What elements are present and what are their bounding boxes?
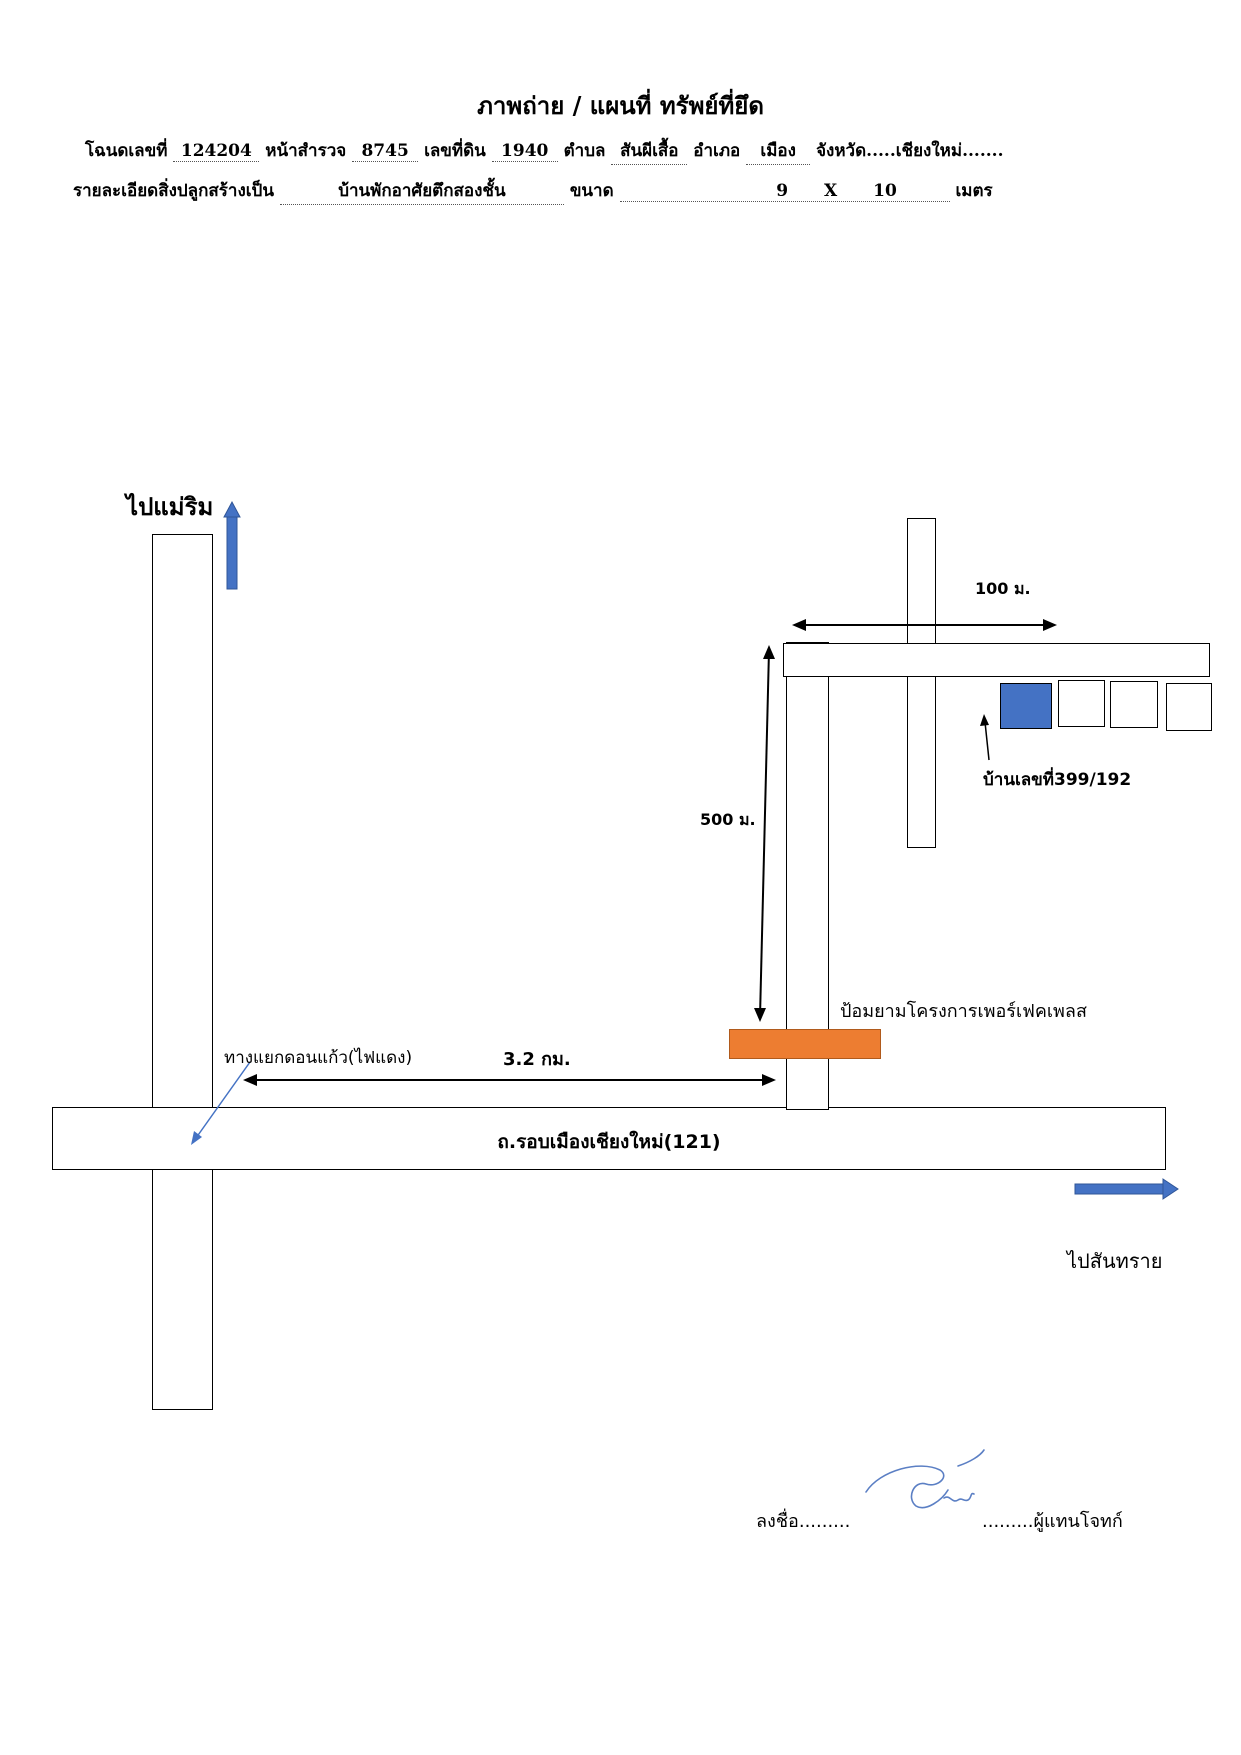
detail-value: บ้านพักอาศัยตึกสองชั้น: [279, 177, 564, 205]
land-label: เลขที่ดิน: [424, 141, 486, 161]
ring-road: [52, 1107, 1166, 1170]
page-title: ภาพถ่าย / แผนที่ ทรัพย์ที่ยึด: [477, 91, 764, 120]
building-info-row: รายละเอียดสิ่งปลูกสร้างเป็น บ้านพักอาศัย…: [73, 177, 993, 205]
deed-info-row: โฉนดเลขที่ 124204 หน้าสำรวจ 8745 เลขที่ด…: [85, 137, 1004, 165]
unit-label: เมตร: [955, 181, 993, 201]
house-4: [1166, 683, 1212, 731]
dimension-3km-arrow: [243, 1074, 776, 1086]
size-value: 9 X 10: [619, 181, 950, 202]
signature-scribble: [865, 1449, 985, 1509]
subdistrict-value: สันผีเสื้อ: [611, 137, 688, 165]
arrow-right-icon: [1074, 1178, 1179, 1200]
junction-label: ทางแยกดอนแก้ว(ไฟแดง): [224, 1048, 413, 1068]
to-maerim-label: ไปแม่ริม: [126, 493, 214, 521]
house-pointer-arrow: [980, 714, 990, 761]
road-left-vertical: [152, 534, 213, 1410]
size-width: 9: [776, 181, 789, 201]
district-label: อำเภอ: [693, 141, 741, 161]
junction-pointer-arrow: [191, 1061, 251, 1145]
deed-label: โฉนดเลขที่: [85, 141, 168, 161]
size-height: 10: [873, 181, 897, 201]
survey-label: หน้าสำรวจ: [265, 141, 347, 161]
detail-label: รายละเอียดสิ่งปลูกสร้างเป็น: [73, 181, 274, 201]
arrow-up-icon: [223, 500, 241, 590]
to-sansai-label: ไปสันทราย: [1067, 1249, 1163, 1273]
sign-suffix: .........ผู้แทนโจทก์: [982, 1511, 1123, 1532]
dimension-100m-arrow: [792, 619, 1057, 631]
land-value: 1940: [491, 141, 558, 162]
deed-value: 124204: [173, 141, 260, 162]
house-number-label: บ้านเลขที่399/192: [983, 770, 1132, 790]
subdistrict-label: ตำบล: [563, 141, 606, 161]
house-2: [1058, 680, 1105, 727]
dist-100m-label: 100 ม.: [975, 579, 1031, 598]
sign-prefix: ลงชื่อ.........: [756, 1511, 851, 1532]
survey-value: 8745: [352, 141, 419, 162]
dist-3km-label: 3.2 กม.: [503, 1049, 571, 1070]
size-label: ขนาด: [569, 181, 614, 201]
province-label: จังหวัด.....เชียงใหม่.......: [816, 141, 1004, 161]
lane-vertical: [907, 518, 936, 848]
dimension-500m-arrow: [754, 645, 775, 1022]
dist-500m-label: 500 ม.: [700, 810, 756, 829]
size-x: X: [824, 181, 838, 201]
ring-road-label: ถ.รอบเมืองเชียงใหม่(121): [497, 1131, 721, 1153]
target-house: [1000, 683, 1052, 729]
guard-post: [729, 1029, 881, 1059]
guard-post-label: ป้อมยามโครงการเพอร์เฟคเพลส: [840, 1001, 1087, 1022]
house-3: [1110, 681, 1158, 728]
district-value: เมือง: [746, 137, 811, 165]
lane-horizontal: [783, 643, 1210, 677]
